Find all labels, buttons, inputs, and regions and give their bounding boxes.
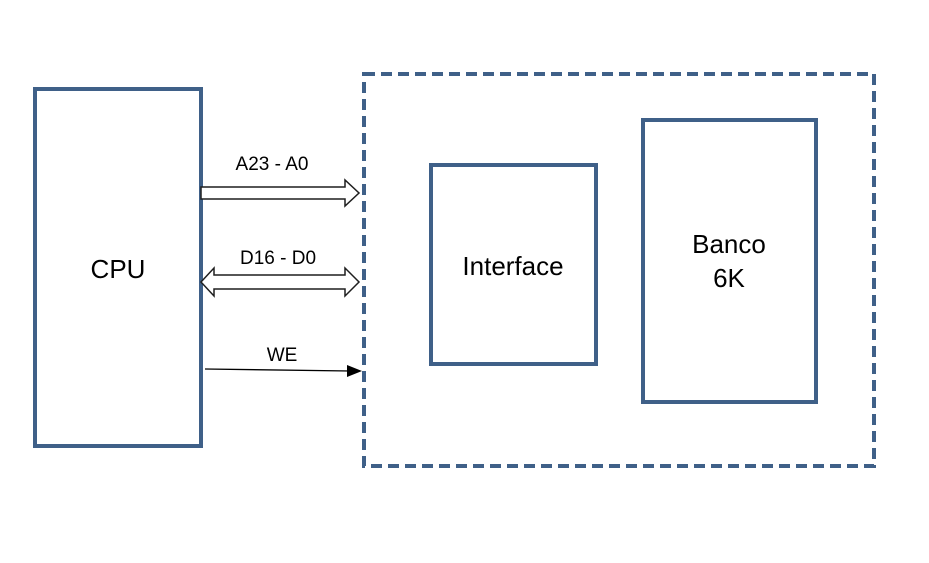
data-bus: D16 - D0 bbox=[199, 248, 361, 298]
cpu-box bbox=[33, 87, 203, 448]
interface-block: Interface bbox=[429, 163, 598, 366]
data-bus-arrow bbox=[199, 266, 361, 298]
interface-label: Interface bbox=[462, 251, 563, 281]
cpu-label: CPU bbox=[91, 254, 146, 284]
banco-label-line1: Banco bbox=[692, 229, 766, 259]
banco-box bbox=[641, 118, 818, 404]
address-bus: A23 - A0 bbox=[200, 154, 361, 208]
write-enable-label: WE bbox=[267, 345, 298, 366]
address-bus-arrow bbox=[200, 178, 361, 208]
banco-block: Banco 6K bbox=[641, 118, 818, 404]
data-bus-label: D16 - D0 bbox=[240, 248, 316, 269]
memory-module-boundary bbox=[362, 72, 876, 468]
address-bus-label: A23 - A0 bbox=[236, 154, 309, 175]
write-enable-signal: WE bbox=[204, 345, 362, 377]
write-enable-line bbox=[204, 368, 351, 372]
interface-box bbox=[429, 163, 598, 366]
banco-label-line2: 6K bbox=[713, 263, 745, 293]
cpu-block: CPU bbox=[33, 87, 203, 448]
write-enable-arrowhead bbox=[347, 365, 362, 377]
